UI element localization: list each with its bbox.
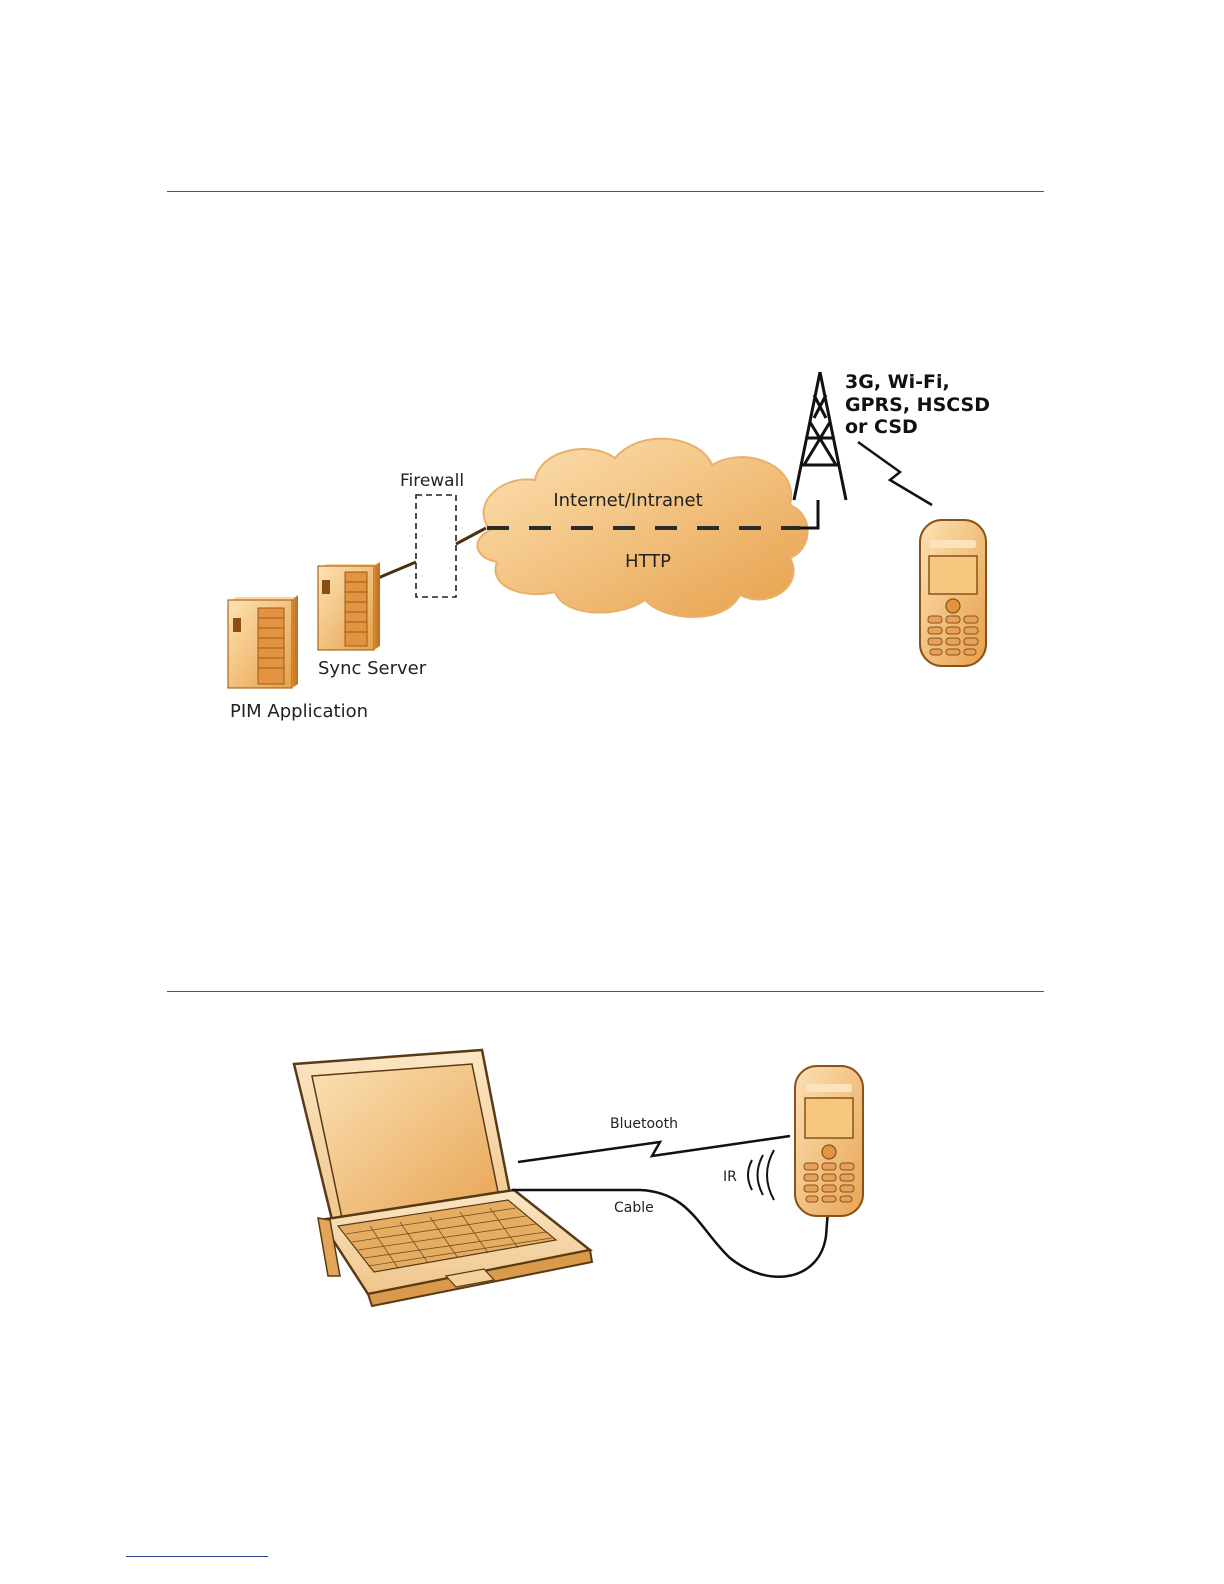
infrared-waves-icon — [748, 1150, 774, 1200]
ir-label: IR — [723, 1169, 737, 1185]
wireless-link-bolt — [858, 442, 932, 505]
sync-server-label: Sync Server — [318, 658, 427, 679]
mobile-phone-icon — [920, 520, 986, 666]
cell-tower-icon — [794, 372, 846, 528]
local-sync-diagram: Bluetooth Cable IR — [0, 1040, 1224, 1310]
mobile-phone-icon — [795, 1066, 863, 1216]
cloud-top-label: Internet/Intranet — [553, 490, 702, 511]
server-to-firewall-line — [378, 562, 416, 578]
pim-application-label: PIM Application — [230, 701, 368, 722]
cloud-bottom-label: HTTP — [625, 551, 671, 572]
bluetooth-link — [518, 1136, 790, 1162]
firewall-label: Firewall — [400, 471, 464, 491]
network-type-line-1: 3G, Wi-Fi, — [845, 371, 950, 393]
bluetooth-label: Bluetooth — [610, 1116, 678, 1132]
remote-sync-diagram: Internet/Intranet HTTP Firewall Sync Ser… — [0, 300, 1224, 760]
server-icon — [318, 562, 380, 650]
top-divider — [167, 191, 1044, 192]
middle-divider — [167, 991, 1044, 992]
cable-label: Cable — [614, 1200, 654, 1216]
server-icon — [228, 595, 298, 688]
laptop-icon — [294, 1050, 592, 1306]
network-type-line-2: GPRS, HSCSD — [845, 394, 990, 416]
network-type-line-3: or CSD — [845, 416, 918, 438]
footnote-divider — [126, 1556, 268, 1557]
firewall-box — [416, 495, 456, 597]
